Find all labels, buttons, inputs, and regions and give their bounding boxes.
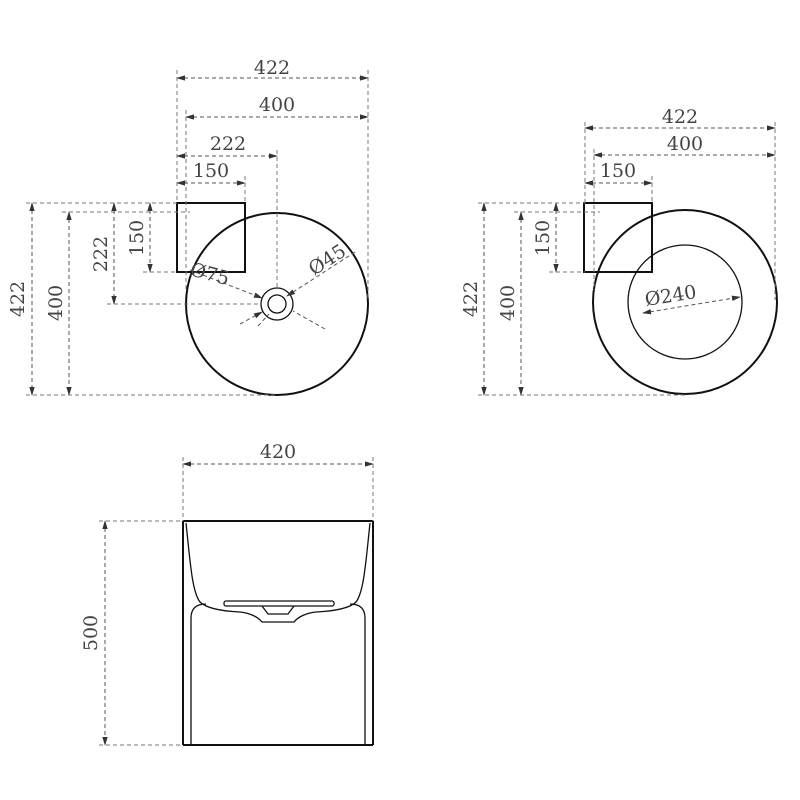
label-bowl-depth: 400 [45, 285, 67, 321]
label-bowl-width: 400 [667, 133, 703, 155]
drain-view-diameter-leaders: Ø75 Ø45 [188, 240, 355, 329]
drain-cap [224, 601, 334, 606]
label-tap-offset: 222 [210, 133, 246, 155]
label-tap-hole-dia: Ø75 [188, 259, 232, 291]
top-view-bowl: 422 400 150 422 400 150 Ø240 [460, 106, 777, 395]
label-front-height: 500 [80, 615, 102, 651]
leader-75-c [293, 311, 325, 329]
label-tap-depth: 222 [90, 236, 112, 272]
front-view-body [183, 521, 373, 745]
drain-view-body [177, 203, 368, 395]
leader-75-b [240, 312, 262, 324]
label-deck-depth: 150 [126, 220, 148, 256]
label-deck-width: 150 [193, 160, 229, 182]
leader-45-b [258, 314, 269, 326]
bowl-left-wall [186, 523, 240, 612]
label-basin-dia: Ø240 [643, 281, 698, 311]
pedestal-right [350, 604, 365, 745]
front-view-dims: 420 500 [80, 441, 373, 745]
drain-neck [262, 606, 294, 614]
top-view-drain: 422 400 222 150 422 400 222 150 [7, 57, 368, 395]
drain-outer [261, 288, 293, 320]
label-deck-width: 150 [600, 160, 636, 182]
label-drain-dia: Ø45 [305, 240, 350, 280]
drain-inner [268, 295, 286, 313]
bowl-right-wall [316, 523, 370, 612]
label-overall-depth: 422 [7, 281, 29, 317]
front-view: 420 500 [80, 441, 373, 745]
label-deck-depth: 150 [532, 220, 554, 256]
label-overall-depth: 422 [460, 281, 482, 317]
deck-block [177, 203, 245, 272]
pedestal-left [191, 604, 206, 745]
label-bowl-depth: 400 [497, 285, 519, 321]
label-overall-width: 422 [254, 57, 290, 79]
drain-view-vertical-dims: 422 400 222 150 [7, 203, 277, 395]
label-bowl-width: 400 [259, 94, 295, 116]
label-front-width: 420 [260, 441, 296, 463]
label-overall-width: 422 [662, 106, 698, 128]
bowl-view-diameter-leader: Ø240 [643, 281, 740, 313]
